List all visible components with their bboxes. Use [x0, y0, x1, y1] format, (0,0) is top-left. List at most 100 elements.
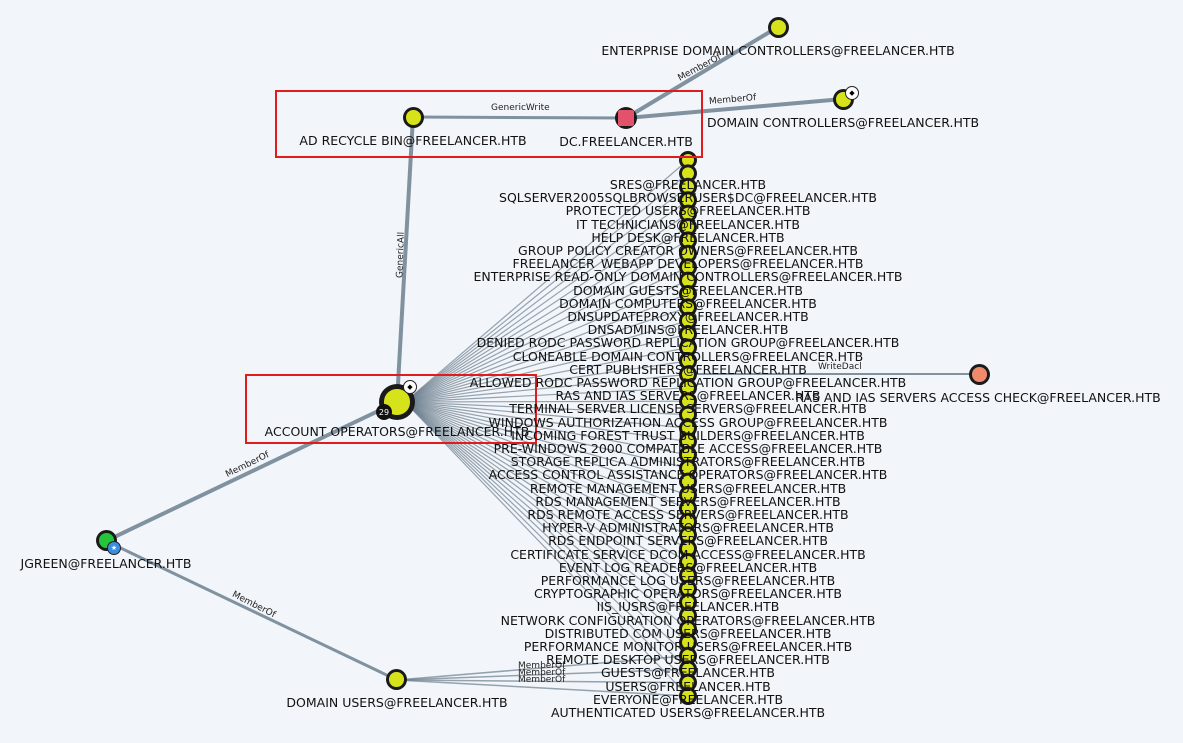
- tier-zero-icon: ◆: [845, 86, 859, 100]
- group-icon: [406, 110, 421, 125]
- edge-fan: [404, 320, 689, 403]
- label-domain-controllers: DOMAIN CONTROLLERS@FREELANCER.HTB: [706, 115, 980, 130]
- group-icon: [682, 569, 694, 582]
- column-group-label: PRE-WINDOWS 2000 COMPATIBLE ACCESS@FREEL…: [493, 441, 883, 456]
- node-ad-recycle-bin[interactable]: [403, 107, 424, 128]
- edge-fan: [404, 401, 689, 483]
- edge-fan: [404, 401, 689, 456]
- column-group-label: RDS ENDPOINT SERVERS@FREELANCER.HTB: [548, 533, 828, 549]
- group-icon: [682, 261, 694, 274]
- column-group-label: RDS REMOTE ACCESS SERVERS@FREELANCER.HTB: [527, 507, 849, 522]
- edge-fan: [404, 306, 689, 403]
- column-group-label: WINDOWS AUTHORIZATION ACCESS GROUP@FREEL…: [488, 414, 888, 430]
- column-group-label: CERTIFICATE SERVICE DCOM ACCESS@FREELANC…: [510, 546, 866, 562]
- group-icon: [682, 582, 694, 595]
- node-domain-users[interactable]: [386, 669, 407, 690]
- edge-fan: [404, 401, 689, 429]
- group-icon: [682, 180, 694, 193]
- edge-fan: [404, 401, 689, 536]
- edge-fan: [404, 253, 689, 403]
- column-group-label: REMOTE MANAGEMENT USERS@FREELANCER.HTB: [529, 480, 847, 496]
- group-icon: [682, 649, 694, 662]
- column-group-label: GUESTS@FREELANCER.HTB: [600, 665, 776, 681]
- label-dc: DC.FREELANCER.HTB: [559, 134, 693, 149]
- edge-fan: [404, 401, 689, 523]
- column-group-label: PERFORMANCE LOG USERS@FREELANCER.HTB: [540, 573, 836, 588]
- column-group-label: CRYPTOGRAPHIC OPERATORS@FREELANCER.HTB: [534, 586, 842, 602]
- column-group-label: AUTHENTICATED USERS@FREELANCER.HTB: [550, 705, 826, 720]
- edge-fan: [404, 401, 689, 496]
- edge-fan: [404, 172, 689, 403]
- edge-memberof-jgreen-du: [105, 539, 398, 682]
- label-ad-recycle-bin: AD RECYCLE BIN@FREELANCER.HTB: [299, 133, 527, 148]
- collapsed-count-badge[interactable]: 29: [376, 404, 392, 420]
- edge-label-memberof-du-2: MemberOf: [518, 668, 566, 678]
- edge-fan: [404, 401, 689, 590]
- edge-label-writedacl: WriteDacl: [818, 362, 862, 372]
- label-domain-users: DOMAIN USERS@FREELANCER.HTB: [286, 695, 508, 710]
- group-icon: [682, 368, 694, 381]
- edge-fan: [404, 401, 689, 630]
- edge-label-memberof-du-3: MemberOf: [518, 675, 566, 685]
- edge-fan: [404, 401, 689, 603]
- group-icon: [682, 596, 694, 609]
- group-icon: [682, 194, 694, 207]
- column-group-label: PERFORMANCE MONITOR USERS@FREELANCER.HTB: [523, 639, 853, 654]
- node-ras-ias-access-check[interactable]: [969, 364, 990, 385]
- node-enterprise-domain-controllers[interactable]: [768, 17, 789, 38]
- edge-fan: [404, 373, 689, 403]
- edge-fan: [404, 186, 689, 403]
- group-icon: [682, 422, 694, 434]
- column-group-label: CLONEABLE DOMAIN CONTROLLERS@FREELANCER.…: [512, 348, 864, 364]
- group-icon: [389, 672, 404, 687]
- group-icon: [771, 20, 786, 35]
- edge-fan: [404, 401, 689, 697]
- node-dc[interactable]: [615, 107, 637, 129]
- edge-fan: [404, 387, 689, 403]
- edge-fan: [404, 360, 689, 403]
- edge-du: [396, 668, 689, 681]
- column-group-label: IIS_IUSRS@FREELANCER.HTB: [596, 599, 780, 615]
- group-icon: [682, 328, 694, 341]
- column-group-label: ALLOWED RODC PASSWORD REPLICATION GROUP@…: [469, 375, 907, 390]
- group-icon: [682, 154, 694, 166]
- label-enterprise-domain-controllers: ENTERPRISE DOMAIN CONTROLLERS@FREELANCER…: [601, 43, 955, 58]
- edge-label-memberof-du-1: MemberOf: [518, 661, 566, 671]
- edges-layer: [105, 25, 979, 697]
- group-icon: [682, 395, 694, 408]
- edge-memberof-jgreen-ao: [105, 400, 398, 543]
- group-icon: [682, 556, 694, 568]
- column-group-label: HELP DESK@FREELANCER.HTB: [591, 229, 785, 245]
- group-icon: [682, 489, 694, 501]
- column-group-label: SQLSERVER2005SQLBROWSERUSER$DC@FREELANCE…: [499, 190, 877, 206]
- group-icon: [682, 288, 694, 300]
- edge-fan: [404, 401, 689, 684]
- group-icon: [682, 381, 694, 394]
- edge-genericall: [395, 116, 415, 403]
- group-icon: [682, 247, 694, 260]
- group-icon: [682, 690, 694, 702]
- edge-du: [396, 655, 689, 681]
- column-group-label: GROUP POLICY CREATOR OWNERS@FREELANCER.H…: [518, 243, 858, 258]
- label-account-operators: ACCOUNT OPERATORS@FREELANCER.HTB: [264, 424, 530, 439]
- column-group-label: NETWORK CONFIGURATION OPERATORS@FREELANC…: [500, 612, 876, 628]
- group-icon: [682, 207, 694, 220]
- container-icon: [972, 367, 987, 382]
- column-group-label: INCOMING FOREST TRUST BUILDERS@FREELANCE…: [511, 427, 865, 443]
- group-icon: [682, 234, 694, 247]
- edge-genericwrite: [412, 115, 627, 120]
- edge-fan: [404, 280, 689, 403]
- edge-fan: [404, 226, 689, 403]
- column-nodes-layer: [679, 151, 697, 705]
- column-group-label: PROTECTED USERS@FREELANCER.HTB: [565, 203, 811, 219]
- column-group-label: EVERYONE@FREELANCER.HTB: [592, 691, 784, 707]
- column-group-label: DISTRIBUTED COM USERS@FREELANCER.HTB: [544, 625, 832, 641]
- column-group-label: TERMINAL SERVER LICENSE SERVERS@FREELANC…: [509, 401, 867, 417]
- edge-label-genericall: GenericAll: [395, 231, 407, 279]
- column-group-label: REMOTE DESKTOP USERS@FREELANCER.HTB: [546, 652, 830, 668]
- edge-fan: [404, 213, 689, 403]
- group-icon: [682, 355, 694, 367]
- label-jgreen: JGREEN@FREELANCER.HTB: [20, 556, 192, 571]
- column-group-label: CERT PUBLISHERS@FREELANCER.HTB: [569, 361, 807, 377]
